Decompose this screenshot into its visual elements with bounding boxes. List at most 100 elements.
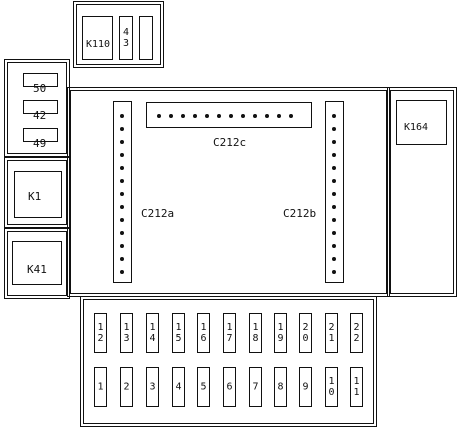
fuse-5-label: 5 [200, 381, 207, 393]
fuse-42 [23, 100, 58, 114]
pin [205, 114, 209, 118]
pin [332, 114, 336, 118]
pin [277, 114, 281, 118]
fuse-9-label: 9 [302, 381, 309, 393]
fuse-49 [23, 128, 58, 142]
pin [120, 166, 124, 170]
pin [157, 114, 161, 118]
fuse-22: 22 [350, 313, 363, 353]
fuse-4-label: 4 [175, 381, 182, 393]
fuse-17: 17 [223, 313, 236, 353]
pin [253, 114, 257, 118]
k1-block-outer [4, 157, 70, 228]
pin [332, 192, 336, 196]
fuse-18: 18 [249, 313, 262, 353]
pin [332, 218, 336, 222]
fuse-1-label: 1 [97, 381, 104, 393]
pin [193, 114, 197, 118]
relay-k110: K110 [82, 16, 113, 60]
pin [332, 153, 336, 157]
fuse-2: 2 [120, 367, 133, 407]
pin [120, 179, 124, 183]
fuse-6-label: 6 [226, 381, 233, 393]
fuse-8-label: 8 [277, 381, 284, 393]
k41-block-outer [4, 228, 70, 299]
relay-k41: K41 [12, 241, 62, 285]
pin [169, 114, 173, 118]
fuse-21: 21 [325, 313, 338, 353]
fuse-11: 11 [350, 367, 363, 407]
fuse-49-label: 49 [33, 137, 47, 150]
fuse-14-label: 14 [149, 322, 156, 344]
pin [120, 127, 124, 131]
fuse-15-label: 15 [175, 322, 182, 344]
fuse-13-label: 13 [123, 322, 130, 344]
pin [265, 114, 269, 118]
pin [120, 192, 124, 196]
fuse-20: 20 [299, 313, 312, 353]
pin [217, 114, 221, 118]
fuse-8: 8 [274, 367, 287, 407]
fuse-19-label: 19 [277, 322, 284, 344]
fuse-2-label: 2 [123, 381, 130, 393]
left-fuse-block-outer [4, 59, 70, 157]
relay-k1: K1 [14, 171, 62, 218]
fuse-9: 9 [299, 367, 312, 407]
connector-c212a-label: C212a [141, 207, 175, 220]
pin [332, 140, 336, 144]
pin [120, 270, 124, 274]
fuse-6: 6 [223, 367, 236, 407]
connector-c212b [325, 101, 344, 283]
relay-k110-label: K110 [86, 39, 111, 50]
pin [120, 205, 124, 209]
fuse-12-label: 12 [97, 322, 104, 344]
pin [120, 231, 124, 235]
pin [332, 205, 336, 209]
pin [332, 127, 336, 131]
fuse-14: 14 [146, 313, 159, 353]
fuse-16-label: 16 [200, 322, 207, 344]
connector-c212b-label: C212b [283, 207, 317, 220]
fuse-16: 16 [197, 313, 210, 353]
pin [332, 179, 336, 183]
relay-k1-label: K1 [28, 190, 42, 203]
relay-k41-label: K41 [27, 263, 47, 276]
relay-k164-label: K164 [404, 122, 429, 133]
fuse-22-label: 22 [353, 322, 360, 344]
pin [120, 140, 124, 144]
k164-block-outer [387, 87, 457, 297]
pin [332, 244, 336, 248]
connector-c212a [113, 101, 132, 283]
fuse-11-label: 11 [353, 376, 360, 398]
fuse-43-label: 43 [122, 27, 130, 49]
spare-slot [139, 16, 153, 60]
connector-c212c [146, 102, 312, 128]
relay-k164: K164 [396, 100, 447, 145]
fuse-17-label: 17 [226, 322, 233, 344]
fuse-15: 15 [172, 313, 185, 353]
bottom-fuse-block-outer [80, 296, 377, 427]
fuse-21-label: 21 [328, 322, 335, 344]
fuse-18-label: 18 [252, 322, 259, 344]
pin [120, 114, 124, 118]
fuse-20-label: 20 [302, 322, 309, 344]
fuse-19: 19 [274, 313, 287, 353]
pin [229, 114, 233, 118]
pin [332, 270, 336, 274]
fuse-13: 13 [120, 313, 133, 353]
fuse-7-label: 7 [252, 381, 259, 393]
fuse-50-label: 50 [33, 82, 47, 95]
pin [332, 231, 336, 235]
fuse-12: 12 [94, 313, 107, 353]
fuse-42-label: 42 [33, 109, 47, 122]
pin [120, 257, 124, 261]
pin [181, 114, 185, 118]
fuse-1: 1 [94, 367, 107, 407]
k110-block-outer [73, 1, 164, 68]
fuse-4: 4 [172, 367, 185, 407]
fuse-10-label: 10 [328, 376, 335, 398]
fuse-10: 10 [325, 367, 338, 407]
fuse-3-label: 3 [149, 381, 156, 393]
pin [241, 114, 245, 118]
pin [120, 218, 124, 222]
